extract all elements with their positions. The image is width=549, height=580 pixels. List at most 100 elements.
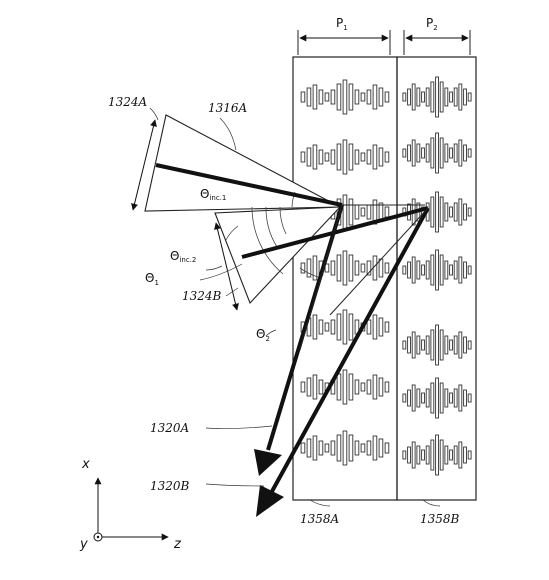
grating-bar: [354, 149, 360, 165]
grating-elements-b: [402, 76, 472, 476]
grating-elements-a: [300, 79, 390, 466]
grating-bar: [435, 434, 439, 476]
grating-bar: [467, 148, 472, 158]
coordinate-axes: [93, 477, 169, 542]
grating-bar: [366, 89, 372, 105]
grating-bar: [378, 317, 384, 337]
grating-bar: [430, 439, 435, 471]
grating-bar: [416, 260, 421, 280]
grating-bar: [435, 76, 439, 118]
grating-bar: [402, 450, 407, 460]
grating-bar: [342, 250, 348, 286]
grating-bar: [425, 87, 430, 107]
grating-bar: [342, 139, 348, 175]
grating-bar: [416, 445, 421, 465]
grating-bar: [467, 393, 472, 403]
grating-bar: [342, 430, 348, 466]
grating-bar: [300, 91, 306, 103]
grating-bar: [453, 260, 458, 280]
grating-bar: [378, 258, 384, 278]
grating-bar: [463, 144, 467, 162]
grating-bar: [330, 89, 336, 105]
grating-bar: [306, 377, 312, 397]
grating-bar: [453, 445, 458, 465]
grating-bar: [306, 258, 312, 278]
grating-bar: [348, 254, 354, 282]
grating-bar: [336, 83, 342, 111]
grating-bar: [411, 441, 416, 469]
grating-bar: [366, 379, 372, 395]
grating-bar: [407, 88, 411, 106]
grating-bar: [312, 84, 318, 110]
grating-bar: [435, 324, 439, 366]
grating-bar: [444, 87, 449, 107]
grating-bar: [439, 81, 444, 113]
diffracted-ray-1320b: [268, 207, 430, 496]
grating-bar: [463, 336, 467, 354]
grating-bar: [411, 384, 416, 412]
grating-bar: [324, 92, 330, 102]
grating-bar: [324, 263, 330, 273]
grating-bar: [336, 434, 342, 462]
grating-bar: [453, 143, 458, 163]
grating-bar: [444, 445, 449, 465]
grating-bar: [449, 339, 453, 351]
grating-bar: [312, 374, 318, 400]
grating-bar: [366, 260, 372, 276]
grating-bar: [467, 207, 472, 217]
grating-bar: [312, 144, 318, 170]
grating-bar: [449, 449, 453, 461]
grating-bar: [336, 254, 342, 282]
grating-bar: [467, 265, 472, 275]
grating-bar: [300, 151, 306, 163]
grating-bar: [384, 442, 390, 454]
wedge-a-range-arrow: [131, 119, 157, 211]
grating-bar: [449, 392, 453, 404]
label-1324b: 1324B: [182, 289, 222, 303]
grating-bar: [421, 147, 425, 159]
label-1358b: 1358B: [420, 512, 460, 526]
grating-bar: [330, 149, 336, 165]
grating-bar: [453, 202, 458, 222]
grating-bar: [439, 439, 444, 471]
grating-bar: [384, 91, 390, 103]
grating-bar: [342, 369, 348, 405]
label-1358a: 1358A: [300, 512, 340, 526]
grating-bar: [348, 434, 354, 462]
grating-bar: [342, 309, 348, 345]
grating-bar: [411, 256, 416, 284]
grating-bar: [430, 196, 435, 228]
grating-bar: [435, 249, 439, 291]
grating-bar: [444, 260, 449, 280]
grating-bar: [421, 91, 425, 103]
pitch-p2-dimension: [403, 30, 471, 55]
grating-bar: [435, 132, 439, 174]
grating-bar: [348, 83, 354, 111]
grating-bar: [402, 92, 407, 102]
label-1320a: 1320A: [150, 421, 190, 435]
grating-bar: [439, 382, 444, 414]
grating-bar: [318, 149, 324, 165]
grating-bar: [435, 377, 439, 419]
grating-bar: [348, 373, 354, 401]
grating-bar: [439, 137, 444, 169]
grating-bar: [463, 88, 467, 106]
grating-bar: [453, 87, 458, 107]
grating-bar: [372, 314, 378, 340]
grating-bar: [300, 381, 306, 393]
grating-bar: [407, 144, 411, 162]
grating-bar: [342, 194, 348, 230]
grating-bar: [416, 388, 421, 408]
grating-bar: [300, 442, 306, 454]
grating-bar: [354, 204, 360, 220]
incident-ray-1324a: [155, 163, 343, 207]
leader-lines: [149, 107, 441, 507]
grating-bar: [425, 335, 430, 355]
grating-bar: [330, 260, 336, 276]
grating-bar: [463, 261, 467, 279]
axis-z-label: z: [173, 537, 182, 552]
grating-bar: [318, 319, 324, 335]
grating-bar: [458, 198, 463, 226]
grating-bar: [342, 79, 348, 115]
grating-bar: [449, 264, 453, 276]
